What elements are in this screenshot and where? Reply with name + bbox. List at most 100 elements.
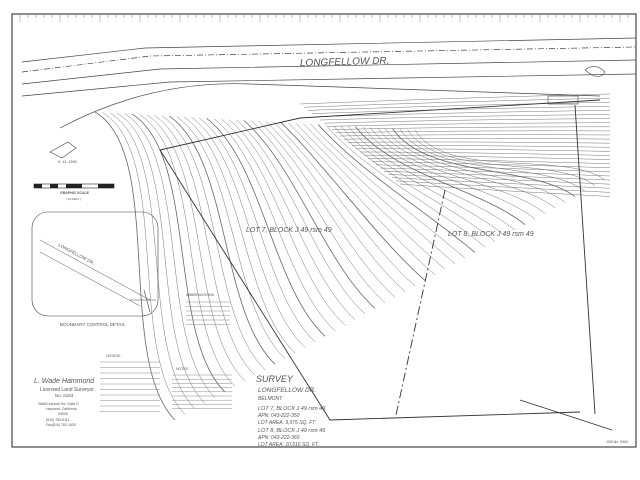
contour-line <box>199 117 316 343</box>
contour-line <box>407 129 596 186</box>
contour-line <box>109 112 196 409</box>
surveyor-phone: (510) 783-8111 <box>46 418 69 422</box>
sheet-border <box>11 13 637 448</box>
contour-line <box>266 121 406 292</box>
contour-line <box>392 128 576 198</box>
contour-line <box>184 116 296 354</box>
survey-lot7-apn: APN: 043-222-350 <box>257 413 300 419</box>
contour-line <box>258 121 396 298</box>
top-edge-ruler <box>19 14 629 22</box>
survey-street: LONGFELLOW DR. <box>258 387 316 394</box>
contour-line <box>139 114 236 387</box>
survey-lot8-line: LOT 8, BLOCK J 49 rsm 49 <box>258 428 325 434</box>
contour-line <box>325 124 486 248</box>
survey-title-block: SURVEY LONGFELLOW DR. BELMONT LOT 7, BLO… <box>256 374 325 448</box>
abbreviations-heading: ABBREVIATIONS <box>186 293 215 297</box>
survey-lot7-line: LOT 7, BLOCK J 49 rsm 49 <box>258 406 325 412</box>
contour-line <box>355 126 526 225</box>
surveyor-fax: Fax(510) 782-1630 <box>46 423 76 427</box>
contour-line <box>391 177 611 189</box>
contour-line <box>288 122 436 276</box>
contour-line <box>251 120 386 303</box>
contour-line <box>339 134 611 137</box>
surveyor-block: L. Wade Hammond Licensed Land Surveyor N… <box>34 378 95 427</box>
lot-boundaries <box>159 99 613 431</box>
contour-line <box>359 151 611 156</box>
contour-line <box>124 113 216 398</box>
surveyor-address2: Hayward, California <box>46 407 77 411</box>
surveyor-name: L. Wade Hammond <box>34 378 95 385</box>
contour-line <box>280 122 426 281</box>
contour-line <box>228 119 356 320</box>
contour-line <box>315 110 611 118</box>
contour-line <box>399 129 586 192</box>
contour-line <box>383 170 611 181</box>
contour-line <box>299 93 611 105</box>
contour-line <box>327 122 611 127</box>
contour-line <box>176 116 286 359</box>
legend-box: LEGEND <box>100 354 160 412</box>
contour-line <box>307 101 611 111</box>
contour-line <box>363 154 611 160</box>
contour-line <box>243 120 376 309</box>
contour-line <box>94 111 176 421</box>
contour-line <box>362 126 536 220</box>
graphic-scale-label: GRAPHIC SCALE <box>60 191 90 195</box>
surveyor-license: No. 6163 <box>55 393 74 398</box>
contour-line <box>351 145 611 148</box>
surveyor-address1: 26662 Asnock Rd. Suite D <box>38 402 79 406</box>
contour-line <box>379 167 611 177</box>
survey-lot8-area: LOT AREA: 10,516 SQ. FT. <box>258 442 319 448</box>
contour-line <box>102 112 186 415</box>
surveyor-zip: 94545 <box>58 412 68 416</box>
contour-line <box>146 114 246 382</box>
graphic-scale-sub: ( IN FEET ) <box>66 197 81 201</box>
notes-heading: NOTES <box>176 367 189 371</box>
survey-title: SURVEY <box>256 374 294 384</box>
contour-line <box>399 183 611 197</box>
contour-line <box>303 123 456 264</box>
contour-line <box>169 115 276 365</box>
lot-8-label: LOT 8, BLOCK J 49 rsm 49 <box>448 231 534 238</box>
contour-line <box>370 127 546 214</box>
contour-lines <box>94 93 611 421</box>
contour-line <box>347 126 516 231</box>
contour-line <box>377 127 556 209</box>
abbreviations-box: ABBREVIATIONS <box>186 293 230 325</box>
contour-line <box>323 118 611 124</box>
contour-line <box>332 125 496 242</box>
contour-line <box>347 141 611 144</box>
legend-heading: LEGEND <box>106 354 121 358</box>
street-row-lines <box>21 37 637 129</box>
contour-line <box>387 174 611 185</box>
graphic-scale: GRAPHIC SCALE ( IN FEET ) <box>33 183 115 201</box>
site-features <box>49 66 606 159</box>
survey-lot8-apn: APN: 043-222-360 <box>257 435 300 441</box>
contour-line <box>154 115 256 376</box>
survey-city: BELMONT <box>258 396 283 402</box>
boundary-detail-caption: BOUNDARY CONTROL DETAIL <box>60 322 126 327</box>
contour-line <box>343 138 611 140</box>
notes-box: NOTES <box>172 367 232 409</box>
contour-line <box>273 121 416 287</box>
contour-line <box>371 161 611 169</box>
surveyor-title: Licensed Land Surveyor <box>40 387 94 393</box>
contour-line <box>317 124 476 253</box>
survey-lot7-area: LOT AREA: 9,975 SQ. FT. <box>258 420 316 426</box>
contour-line <box>310 123 466 259</box>
street-label: LONGFELLOW DR. <box>300 56 390 69</box>
contour-line <box>221 118 346 326</box>
contour-line <box>375 164 611 173</box>
contour-line <box>213 118 336 331</box>
contour-line <box>311 106 611 114</box>
contour-line <box>131 113 226 393</box>
lot-7-label: LOT 7, BLOCK J 49 rsm 49 <box>246 227 332 234</box>
contour-line <box>355 148 611 152</box>
contour-line <box>331 126 611 130</box>
contour-line <box>295 123 446 270</box>
contour-line <box>335 130 611 134</box>
job-number: JOB No. 9963 <box>606 440 628 444</box>
contour-line <box>395 180 611 193</box>
contour-line <box>367 158 611 164</box>
